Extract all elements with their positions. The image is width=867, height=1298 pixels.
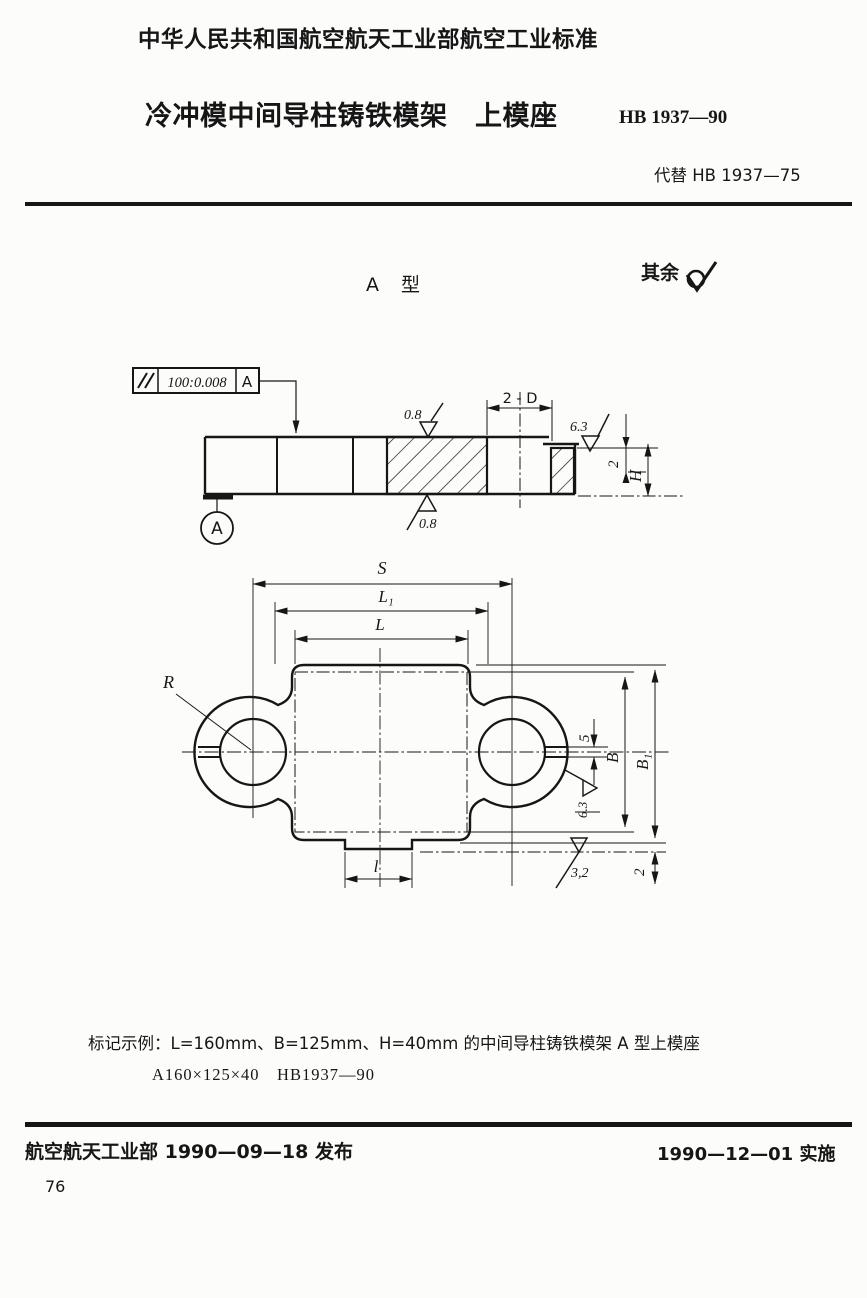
issued-by-line: 航空航天工业部 1990—09—18 发布 <box>25 1141 353 1163</box>
section-hatch <box>385 435 489 496</box>
dim-edge-2: 2 <box>632 851 659 885</box>
dim-tab-l: l <box>344 852 413 888</box>
roughness-0.8-bottom: 0.8 <box>406 493 438 532</box>
roughness-value: 0.8 <box>419 517 437 532</box>
roughness-3.2-face: 3,2 <box>555 837 589 889</box>
tolerance-frame: 100:0.008 A <box>132 367 300 434</box>
side-view-part <box>203 392 684 508</box>
dim-b-label: B <box>603 752 622 763</box>
dim-l-label: L <box>374 615 384 634</box>
dim-edge-label: 2 <box>632 868 648 876</box>
surface-roughness-any-icon <box>685 261 718 293</box>
other-surfaces-label: 其余 <box>641 262 680 284</box>
implemented-line: 1990—12—01 实施 <box>657 1144 836 1165</box>
dim-step-label: 2 <box>606 460 622 468</box>
datum-a-label: A <box>211 519 223 539</box>
dim-step-depth: 2 <box>606 414 646 483</box>
technical-drawing: 100:0.008 A <box>132 367 684 889</box>
header-rule <box>25 202 852 206</box>
lug-slots <box>198 746 568 758</box>
roughness-6.3-step: 6.3 <box>570 413 610 453</box>
marking-example-line1: 标记示例：L=160mm、B=125mm、H=40mm 的中间导柱铸铁模架 A … <box>88 1034 700 1053</box>
centerlines <box>182 578 670 888</box>
dim-2d-label: 2 - D <box>503 391 538 407</box>
dim-h-label: H <box>626 468 645 483</box>
bushing-section-hatch <box>549 446 576 496</box>
tolerance-value: 100:0.008 <box>167 375 227 391</box>
dim-s-label: S <box>378 558 387 578</box>
dim-tab-label: l <box>374 857 379 876</box>
roughness-value: 3,2 <box>570 866 589 881</box>
standard-number: HB 1937—90 <box>619 107 728 128</box>
parallelism-icon <box>137 372 155 389</box>
top-view-outline <box>193 663 569 851</box>
dim-l1-label: L₁ <box>377 587 393 606</box>
dim-5-label: 5 <box>577 734 593 742</box>
side-view: 100:0.008 A <box>132 367 684 545</box>
page-title: 冷冲模中间导柱铸铁模架 上模座 <box>145 101 558 132</box>
roughness-value: 6.3 <box>570 420 588 435</box>
dim-width-b1: B₁ <box>633 669 659 839</box>
roughness-value: 0.8 <box>404 408 422 423</box>
dim-slot-5: 5 <box>568 719 608 785</box>
page-number: 76 <box>45 1177 66 1196</box>
dim-l1: L₁ <box>274 587 489 664</box>
dim-height-h: H <box>626 443 652 497</box>
other-surfaces-note: 其余 <box>641 258 722 296</box>
marking-example-line2: A160×125×40 HB1937—90 <box>152 1065 375 1084</box>
roughness-value: 6.3 <box>575 801 590 818</box>
dim-width-b: B <box>603 676 629 828</box>
radius-callout: R <box>162 672 252 751</box>
roughness-0.8-top: 0.8 <box>404 402 444 439</box>
dim-b1-label: B₁ <box>633 754 652 770</box>
roughness-6.3-slot: 6.3 <box>564 769 600 818</box>
dim-2d-holes: 2 - D <box>486 391 553 441</box>
type-a-label: A 型 <box>366 274 429 296</box>
radius-label: R <box>162 672 174 692</box>
dim-l: L <box>294 615 469 664</box>
dim-span-s: S <box>252 558 513 588</box>
datum-a-symbol: A <box>200 494 234 545</box>
standard-class-heading: 中华人民共和国航空航天工业部航空工业标准 <box>138 27 599 53</box>
footer-rule <box>25 1122 852 1127</box>
supersede-note: 代替 HB 1937—75 <box>654 166 801 185</box>
width-extension-lines <box>420 664 666 853</box>
tolerance-datum: A <box>242 373 253 391</box>
top-view: S L₁ L R <box>162 558 670 889</box>
